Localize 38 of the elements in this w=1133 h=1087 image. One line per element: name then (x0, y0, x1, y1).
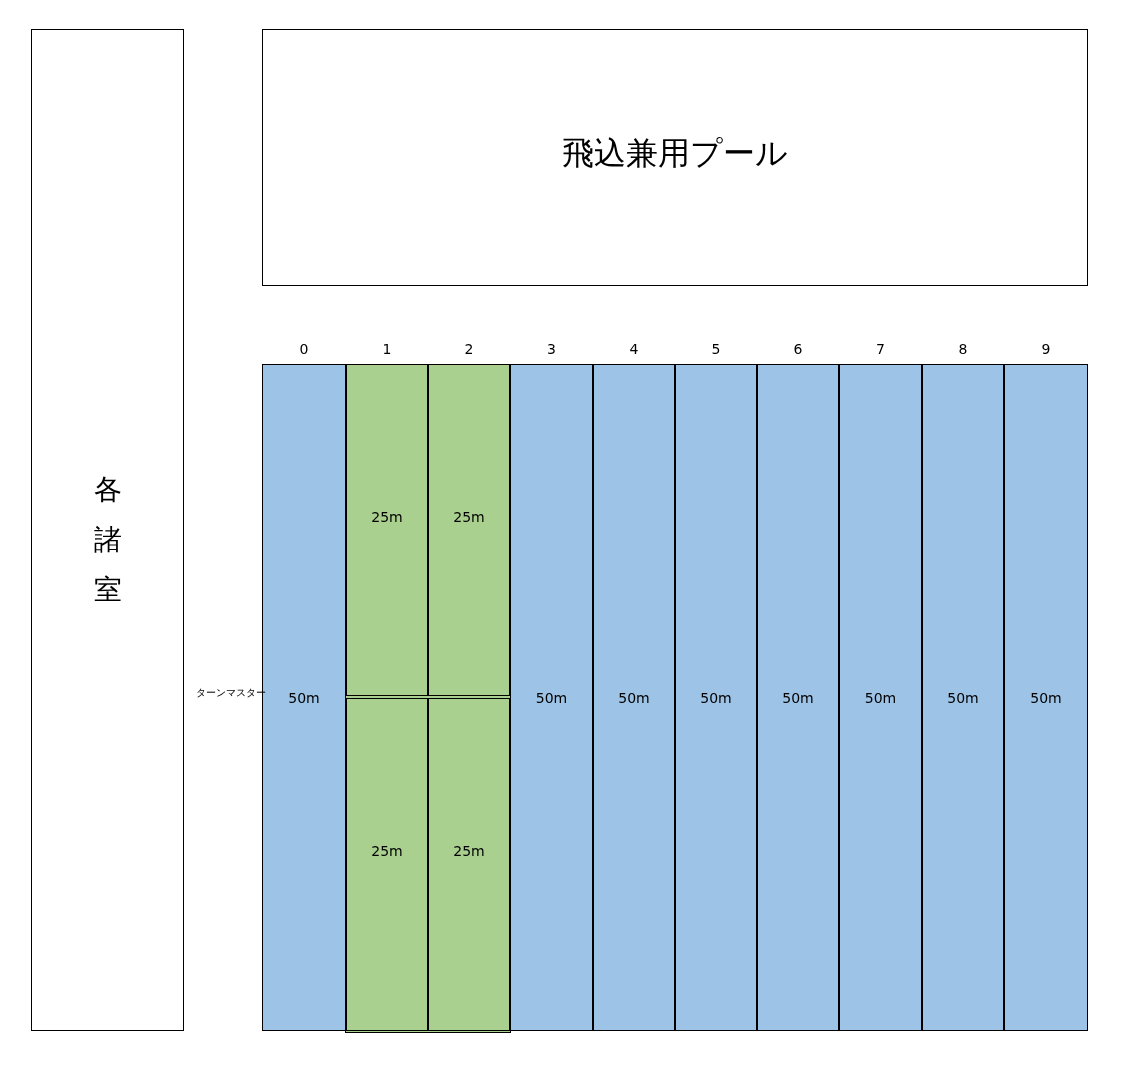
length-label: 50m (288, 689, 320, 706)
swim-lane (757, 364, 839, 1031)
length-label: 50m (700, 689, 732, 706)
length-label: 50m (782, 689, 814, 706)
swim-lane (675, 364, 757, 1031)
swim-lane (1004, 364, 1088, 1031)
length-label: 25m (453, 843, 485, 859)
lane-number: 0 (298, 341, 310, 357)
lane-number: 7 (875, 341, 886, 357)
swim-lane-section (346, 698, 428, 1031)
length-label: 50m (1030, 689, 1062, 706)
swim-lane (593, 364, 675, 1031)
lane-number: 6 (792, 341, 804, 357)
length-label: 25m (453, 509, 485, 525)
swim-lane-section (428, 698, 510, 1031)
swim-lane (510, 364, 593, 1031)
rooms-block (31, 29, 184, 1031)
lane-number: 3 (546, 341, 557, 357)
lane-number: 4 (628, 341, 640, 357)
lane-number: 5 (710, 341, 722, 357)
lane-number: 2 (463, 341, 475, 357)
diving-pool (262, 29, 1088, 286)
length-label: 50m (618, 689, 650, 706)
lane-number: 8 (957, 341, 969, 357)
lane-number: 1 (381, 341, 393, 357)
lane-number: 9 (1040, 341, 1052, 357)
length-label: 50m (864, 689, 897, 706)
length-label: 25m (371, 509, 403, 525)
pool-label: 飛込兼用プール (562, 132, 788, 174)
swim-lane-section (346, 364, 428, 696)
swim-lane (839, 364, 922, 1031)
length-label: 25m (371, 843, 403, 859)
swim-lane (922, 364, 1004, 1031)
room-label: 各諸室 (92, 472, 123, 608)
length-label: 50m (947, 689, 979, 706)
length-label: 50m (535, 689, 568, 706)
swim-lane (262, 364, 346, 1031)
swim-lane-section (428, 364, 510, 696)
